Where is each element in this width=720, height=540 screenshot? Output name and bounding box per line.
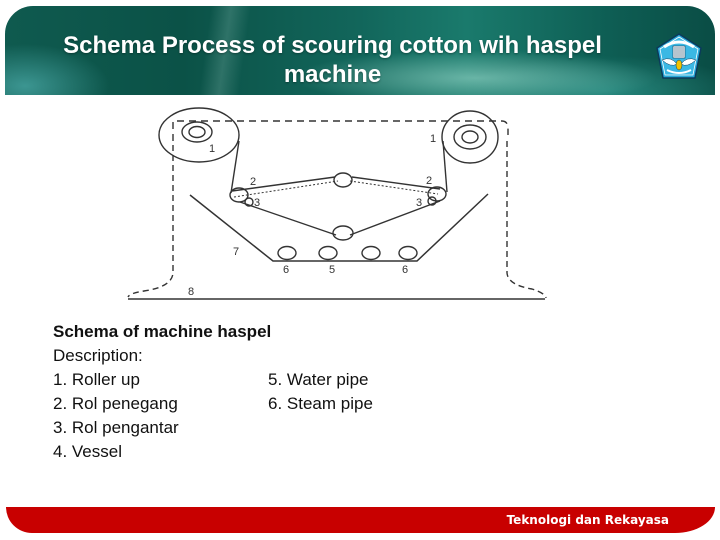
title-banner: Schema Process of scouring cotton wih ha… bbox=[5, 6, 715, 95]
label-6-right: 6 bbox=[402, 264, 408, 276]
footer-text: Teknologi dan Rekayasa bbox=[506, 513, 669, 527]
machine-frame bbox=[172, 120, 509, 141]
tut-wuri-handayani-emblem-icon bbox=[656, 33, 702, 79]
haspel-machine-diagram: 1 1 2 2 3 3 7 6 5 6 8 bbox=[127, 107, 547, 300]
tension-roller-left bbox=[229, 187, 249, 203]
label-3-right: 3 bbox=[416, 197, 422, 209]
legend-row: 3. Rol pengantar bbox=[53, 416, 473, 440]
roller-up-right bbox=[441, 110, 499, 164]
tension-roller-right bbox=[427, 186, 447, 202]
diagram-caption: Schema of machine haspel Description: 1.… bbox=[53, 320, 473, 464]
steam-pipe-left bbox=[277, 245, 297, 261]
roller-up-left bbox=[158, 107, 240, 163]
legend-item: 4. Vessel bbox=[53, 442, 122, 461]
label-1-left: 1 bbox=[209, 143, 215, 155]
label-1-right: 1 bbox=[430, 133, 436, 145]
label-5: 5 bbox=[329, 264, 335, 276]
legend-item: 3. Rol pengantar bbox=[53, 418, 179, 437]
label-7: 7 bbox=[233, 246, 239, 258]
description-label: Description: bbox=[53, 346, 143, 365]
label-3-left: 3 bbox=[254, 197, 260, 209]
steam-pipe-right bbox=[398, 245, 418, 261]
legend-item: 5. Water pipe bbox=[268, 370, 369, 389]
label-2-left: 2 bbox=[250, 176, 256, 188]
legend-item: 2. Rol penegang bbox=[53, 394, 178, 413]
water-pipe bbox=[318, 245, 338, 261]
label-6-left: 6 bbox=[283, 264, 289, 276]
label-2-right: 2 bbox=[426, 175, 432, 187]
legend-row: 2. Rol penegang 6. Steam pipe bbox=[53, 392, 473, 416]
footer-bar: Teknologi dan Rekayasa bbox=[6, 507, 715, 533]
legend-item: 6. Steam pipe bbox=[268, 394, 373, 413]
legend-item: 1. Roller up bbox=[53, 370, 140, 389]
caption-heading: Schema of machine haspel bbox=[53, 322, 272, 341]
label-8: 8 bbox=[188, 286, 194, 298]
legend-row: 1. Roller up 5. Water pipe bbox=[53, 368, 473, 392]
slide-title: Schema Process of scouring cotton wih ha… bbox=[63, 32, 602, 88]
vessel bbox=[189, 193, 489, 262]
legend-row: 4. Vessel bbox=[53, 440, 473, 464]
